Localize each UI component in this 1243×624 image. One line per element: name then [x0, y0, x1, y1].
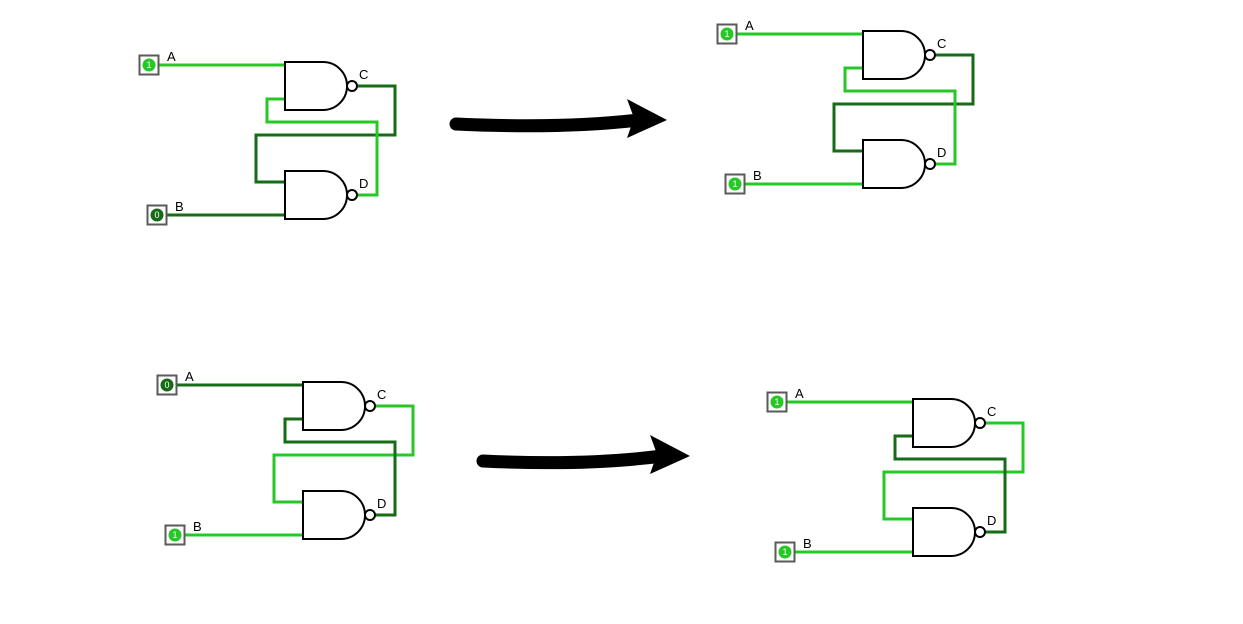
wire-c — [272, 404, 415, 504]
wire-d — [843, 66, 957, 166]
terminal-label-b: B — [193, 519, 202, 534]
input-pin-b[interactable]: 0 — [146, 204, 168, 226]
latch-circuit-top-left: 1 0 A B C D — [138, 49, 397, 226]
wire-d — [893, 434, 1007, 534]
wire-d — [265, 97, 379, 197]
inversion-bubble-icon — [364, 400, 376, 412]
inversion-bubble-icon — [974, 417, 986, 429]
input-pin-state-icon — [150, 208, 164, 222]
input-pin-state-icon — [728, 177, 742, 191]
terminal-label-c: C — [937, 36, 946, 51]
inversion-bubble-icon — [346, 189, 358, 201]
wire-c — [882, 421, 1025, 521]
nand-gate-2[interactable] — [284, 170, 358, 220]
wire-d — [283, 417, 397, 517]
terminal-label-c: C — [377, 387, 386, 402]
inversion-bubble-icon — [346, 80, 358, 92]
nand-gate-2[interactable] — [302, 490, 376, 540]
terminal-label-a: A — [795, 386, 804, 401]
arrow-shaft — [476, 449, 669, 470]
nand-gate-body — [912, 507, 976, 557]
latch-circuit-top-right: 1 1 A B C D — [716, 18, 975, 195]
input-pin-value: 1 — [774, 397, 779, 407]
latch-circuit-bottom-left: 0 1 A B C D — [156, 369, 415, 546]
nand-gate-2[interactable] — [912, 507, 986, 557]
input-pin-b[interactable]: 1 — [774, 541, 796, 563]
terminal-label-d: D — [359, 176, 368, 191]
terminal-label-d: D — [937, 145, 946, 160]
nand-gate-2[interactable] — [862, 139, 936, 189]
terminal-label-d: D — [987, 513, 996, 528]
inversion-bubble-icon — [924, 49, 936, 61]
nand-gate-1[interactable] — [862, 30, 936, 80]
inversion-bubble-icon — [924, 158, 936, 170]
terminal-label-a: A — [167, 49, 176, 64]
input-pin-a[interactable]: 1 — [716, 23, 738, 45]
nand-gate-body — [284, 61, 348, 111]
input-pin-a[interactable]: 0 — [156, 374, 178, 396]
input-pin-value: 1 — [732, 179, 737, 189]
wire-c — [254, 84, 397, 184]
nand-gate-body — [302, 490, 366, 540]
nand-gate-1[interactable] — [912, 398, 986, 448]
wire-c — [832, 53, 975, 153]
input-pin-state-icon — [142, 58, 156, 72]
input-pin-state-icon — [720, 27, 734, 41]
input-pin-a[interactable]: 1 — [766, 391, 788, 413]
input-pin-value: 1 — [146, 60, 151, 70]
input-pin-state-icon — [168, 528, 182, 542]
transition-arrow-top — [449, 99, 667, 138]
arrow-shaft — [449, 113, 646, 133]
nand-gate-1[interactable] — [284, 61, 358, 111]
nand-gate-body — [862, 139, 926, 189]
terminal-label-b: B — [753, 168, 762, 183]
input-pin-b[interactable]: 1 — [164, 524, 186, 546]
nand-gate-body — [302, 381, 366, 431]
input-pin-state-icon — [778, 545, 792, 559]
terminal-label-b: B — [175, 199, 184, 214]
latch-circuit-bottom-right: 1 1 A B C D — [766, 386, 1025, 563]
nand-gate-1[interactable] — [302, 381, 376, 431]
input-pin-b[interactable]: 1 — [724, 173, 746, 195]
arrow-head-icon — [650, 435, 690, 474]
terminal-label-a: A — [185, 369, 194, 384]
nand-gate-body — [912, 398, 976, 448]
terminal-label-b: B — [803, 536, 812, 551]
input-pin-state-icon — [160, 378, 174, 392]
terminal-label-c: C — [987, 404, 996, 419]
input-pin-value: 1 — [724, 29, 729, 39]
inversion-bubble-icon — [974, 526, 986, 538]
input-pin-state-icon — [770, 395, 784, 409]
input-pin-value: 1 — [782, 547, 787, 557]
input-pin-value: 0 — [154, 210, 159, 220]
input-pin-value: 1 — [172, 530, 177, 540]
nand-gate-body — [284, 170, 348, 220]
nand-gate-body — [862, 30, 926, 80]
arrow-head-icon — [627, 99, 667, 138]
input-pin-a[interactable]: 1 — [138, 54, 160, 76]
input-pin-value: 0 — [164, 380, 169, 390]
terminal-label-a: A — [745, 18, 754, 33]
transition-arrow-bottom — [476, 435, 690, 474]
inversion-bubble-icon — [364, 509, 376, 521]
terminal-label-d: D — [377, 496, 386, 511]
terminal-label-c: C — [359, 67, 368, 82]
